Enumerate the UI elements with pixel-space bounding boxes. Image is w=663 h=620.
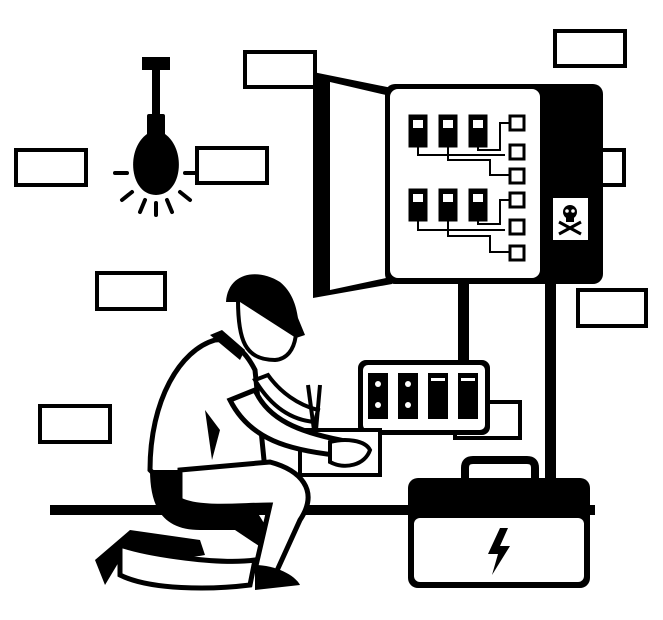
electrician [95, 274, 382, 591]
brick [553, 29, 627, 68]
worker-boot [255, 565, 300, 590]
breakers [408, 114, 526, 262]
floor-line [50, 505, 595, 515]
brick [576, 288, 648, 328]
skull-crossbones-icon [558, 205, 582, 236]
brick [14, 148, 88, 187]
hard-hat [226, 274, 305, 338]
lightning-bolt-icon [488, 528, 510, 575]
pliers-icon [306, 384, 322, 431]
worker-hand [328, 438, 373, 468]
brick [195, 146, 269, 185]
light-bulb-icon [113, 57, 199, 217]
toolbox [408, 456, 590, 588]
brick [95, 271, 167, 311]
brick [38, 404, 112, 444]
sub-panel [358, 360, 490, 435]
electrical-panel [313, 72, 603, 298]
conduits [458, 280, 556, 480]
brick [243, 50, 317, 89]
toolbox-handle [461, 456, 539, 482]
